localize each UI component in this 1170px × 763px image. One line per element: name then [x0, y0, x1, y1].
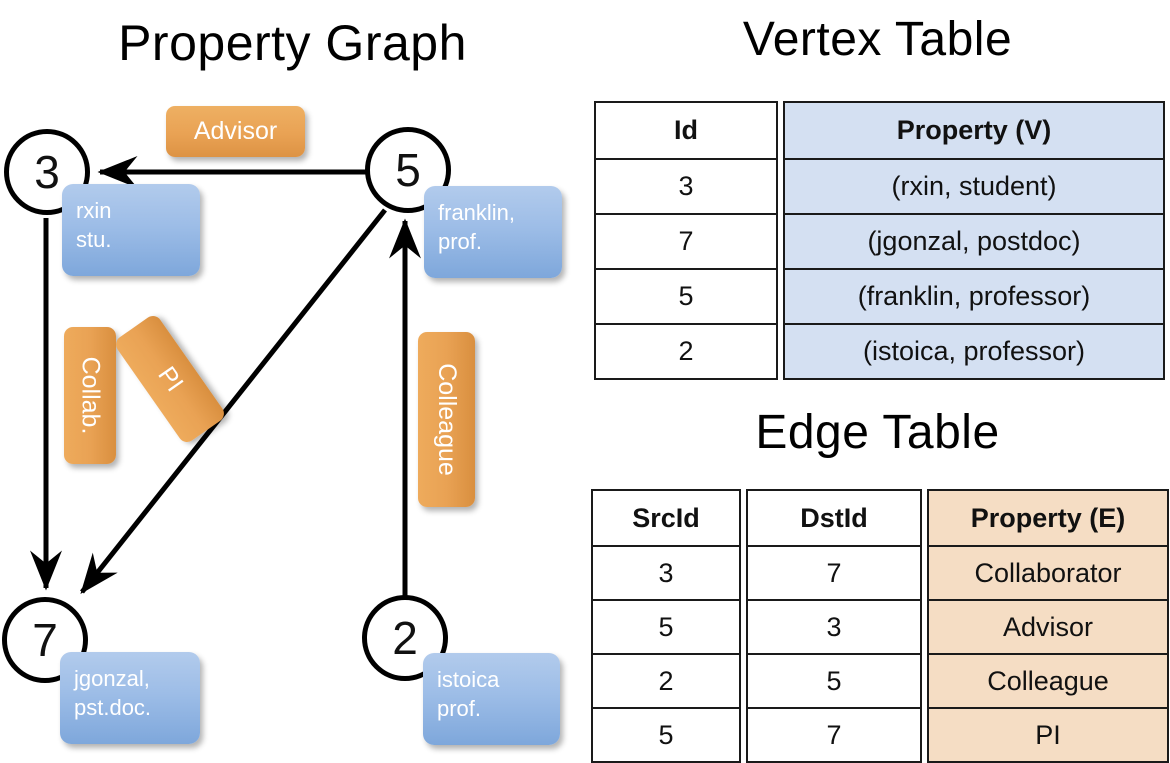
edge-label-badge-advisor: Advisor: [166, 106, 305, 157]
page-title-vertex-table: Vertex Table: [742, 13, 1013, 66]
table-row: Collaborator: [929, 545, 1167, 599]
vertex-property-line1: istoica: [437, 667, 500, 692]
vertex-property-box-istoica: istoica prof.: [423, 653, 560, 745]
edge-label-text: PI: [152, 361, 189, 397]
table-row: (franklin, professor): [785, 268, 1163, 323]
edge-label-badge-collab: Collab.: [64, 327, 116, 464]
table-row: 3: [596, 158, 776, 213]
edge-table-header-srcid: SrcId: [632, 502, 700, 533]
page-title-property-graph: Property Graph: [118, 15, 467, 71]
edge-label-text: Collab.: [76, 356, 105, 435]
table-row: 3: [593, 545, 739, 599]
table-row: 7: [748, 707, 920, 761]
vertex-property-line2: stu.: [76, 227, 112, 252]
vertex-property-line2: pst.doc.: [74, 695, 152, 720]
graph-edge-lines: [30, 156, 421, 596]
table-row: 2: [593, 653, 739, 707]
vertex-table-header-property: Property (V): [785, 103, 1163, 158]
vertex-property-line1: franklin,: [438, 200, 516, 225]
table-row: Colleague: [929, 653, 1167, 707]
property-graph-diagram: 3 5 7 2 rxin stu. franklin, prof. jgonza…: [0, 0, 585, 760]
table-row: 5: [596, 268, 776, 323]
table-row: (istoica, professor): [785, 323, 1163, 378]
table-row: 5: [593, 707, 739, 761]
table-row: 5: [593, 599, 739, 653]
vertex-property-line2: prof.: [438, 229, 483, 254]
edge-label-text: Colleague: [433, 363, 461, 476]
edge-line-5-to-7: [80, 208, 387, 594]
edge-table-header-dstid: DstId: [800, 502, 868, 533]
vertex-property-box-jgonzal: jgonzal, pst.doc.: [60, 652, 200, 744]
vertex-property-line2: prof.: [437, 696, 482, 721]
table-row: 2: [596, 323, 776, 378]
table-row: 7: [748, 545, 920, 599]
vertex-table-column-id: Id 3 7 5 2: [594, 101, 778, 380]
table-row: (jgonzal, postdoc): [785, 213, 1163, 268]
table-row: Advisor: [929, 599, 1167, 653]
vertex-property-box-franklin: franklin, prof.: [424, 186, 562, 278]
table-row: 3: [748, 599, 920, 653]
table-row: (rxin, student): [785, 158, 1163, 213]
vertex-property-line1: rxin: [76, 198, 112, 223]
vertex-table-header-id: Id: [674, 115, 698, 145]
edge-label-badge-colleague: Colleague: [418, 332, 475, 507]
edge-table-header-property: Property (E): [929, 491, 1167, 545]
edge-label-text: Advisor: [193, 117, 278, 145]
edge-table-column-property: Property (E) Collaborator Advisor Collea…: [927, 489, 1169, 763]
table-row: 7: [596, 213, 776, 268]
edge-table-column-dstid: DstId 7 3 5 7: [746, 489, 922, 763]
vertex-table: Id 3 7 5 2 Property (V) (rxin, student) …: [594, 101, 1165, 380]
page-title-edge-table: Edge Table: [755, 406, 1000, 459]
graph-node-2[interactable]: 2: [362, 595, 448, 681]
table-row: 5: [748, 653, 920, 707]
vertex-table-column-property: Property (V) (rxin, student) (jgonzal, p…: [783, 101, 1165, 380]
vertex-property-line1: jgonzal,: [74, 666, 150, 691]
edge-table: SrcId 3 5 2 5 DstId 7 3 5 7 Property (E)…: [591, 489, 1169, 763]
table-row: PI: [929, 707, 1167, 761]
graph-node-5[interactable]: 5: [365, 127, 451, 213]
vertex-property-box-rxin: rxin stu.: [62, 184, 200, 276]
edge-table-column-srcid: SrcId 3 5 2 5: [591, 489, 741, 763]
